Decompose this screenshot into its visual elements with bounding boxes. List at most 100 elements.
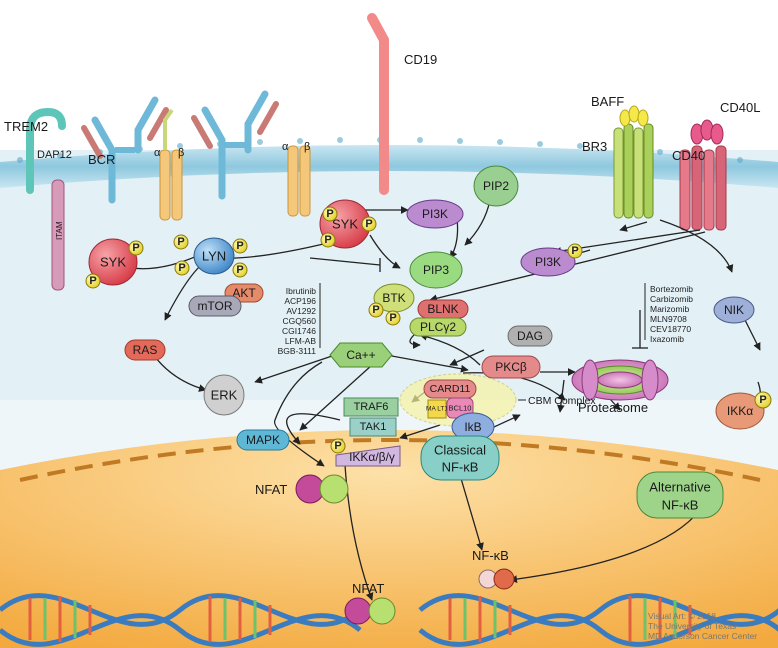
credit-line: The University of Texas	[648, 621, 736, 631]
alt-nfkb-line2: NF-κB	[662, 498, 699, 513]
dna-helix	[0, 593, 778, 647]
alt-nfkb-node	[636, 471, 724, 519]
nik-node	[713, 296, 755, 324]
nucleus	[0, 430, 778, 648]
bcl10-label: BCL10	[449, 404, 472, 413]
btk-inhibitor-item: AV1292	[286, 306, 316, 316]
pkcb-label: PKCβ	[495, 360, 527, 374]
phospho-label: P	[324, 234, 331, 246]
phospho-group: P	[322, 206, 338, 222]
tak1-node	[349, 417, 397, 437]
dag-label: DAG	[517, 329, 543, 343]
phospho-group: P	[128, 240, 144, 256]
phospho-label: P	[326, 208, 333, 220]
baff-label: BAFF	[591, 94, 624, 109]
nfkb-nucleus-right	[493, 568, 515, 590]
pi3k-right-label: PI3K	[535, 255, 561, 269]
proteasome-inhibitor-item: Carbizomib	[650, 294, 693, 304]
phospho-label: P	[334, 440, 341, 452]
ras-node	[124, 339, 166, 361]
mtor-label: mTOR	[197, 299, 232, 313]
dap12-label: DAP12	[37, 149, 72, 161]
alt-nfkb-line1: Alternative	[649, 480, 710, 495]
plcg2-label: PLCγ2	[420, 320, 456, 334]
mapk-label: MAPK	[246, 433, 280, 447]
proteasome-inhibitor-list: Bortezomib Carbizomib Marizomib MLN9708 …	[650, 284, 693, 344]
itam-label: ITAM	[55, 221, 64, 240]
cd40l-label: CD40L	[720, 100, 760, 115]
proteasome-label: Proteasome	[578, 400, 648, 415]
ikk-abg-node	[335, 445, 401, 467]
baff-ligand	[619, 105, 649, 127]
nfat-nucleus-label: NFAT	[352, 581, 384, 596]
tak1-label: TAK1	[360, 421, 387, 433]
phospho-group: P	[174, 260, 190, 276]
bcr-receptor-2	[191, 90, 311, 217]
pip3-node	[409, 251, 463, 289]
mapk-node	[236, 429, 290, 451]
ca-node	[329, 342, 393, 368]
ikk-abg-label: IKKα/β/γ	[349, 450, 395, 464]
pi3k-right-node	[520, 247, 576, 277]
alpha-label-1: α	[154, 147, 161, 159]
btk-label: BTK	[382, 291, 405, 305]
cbm-label: CBM Complex	[528, 395, 596, 407]
phospho-group: P	[754, 391, 772, 409]
erk-label: ERK	[211, 388, 238, 403]
phospho-label: P	[759, 394, 766, 406]
credit-line: Visual Art: © 2018	[648, 611, 716, 621]
nfat-nucleus-left	[344, 597, 372, 625]
br3-label: BR3	[582, 139, 607, 154]
cd19-receptor	[367, 13, 389, 195]
pi3k-top-label: PI3K	[422, 207, 448, 221]
lyn-label: LYN	[202, 249, 226, 264]
proteasome-inhibitor-item: Bortezomib	[650, 284, 693, 294]
pip3-label: PIP3	[423, 263, 449, 277]
phospho-group: P	[232, 262, 248, 278]
akt-label: AKT	[232, 286, 256, 300]
phospho-label: P	[178, 262, 185, 274]
ca-label: Ca++	[346, 348, 375, 362]
plcg2-node	[409, 317, 467, 337]
malt1-label: MA LT1	[426, 406, 448, 413]
traf6-label: TRAF6	[354, 401, 389, 413]
phospho-group: P	[567, 243, 583, 259]
phospho-label: P	[132, 242, 139, 254]
lyn-node	[193, 237, 235, 275]
cd40-receptor	[679, 145, 727, 231]
credit-block: Visual Art: © 2018 The University of Tex…	[648, 611, 757, 641]
phospho-group: P	[232, 238, 248, 254]
phospho-group: P	[320, 232, 336, 248]
erk-node	[203, 374, 245, 416]
btk-inhibitor-item: CGI1746	[282, 326, 316, 336]
proteasome-inhibitor-item: CEV18770	[650, 324, 691, 334]
traf6-node	[343, 397, 399, 417]
malt1-node	[427, 399, 447, 419]
phospho-label: P	[236, 264, 243, 276]
cd40l-ligand	[690, 119, 724, 145]
phospho-label: P	[389, 312, 396, 324]
br3-receptor	[613, 123, 654, 219]
beta-label-2: β	[304, 141, 310, 153]
trem2-label: TREM2	[4, 119, 48, 134]
nfkb-nucleus-label: NF-κB	[472, 548, 509, 563]
nuclear-envelope	[19, 438, 761, 482]
alpha-label-2: α	[282, 141, 289, 153]
phospho-group: P	[330, 438, 346, 454]
phospho-label: P	[236, 240, 243, 252]
btk-inhibitor-item: ACP196	[284, 296, 316, 306]
ikb-label: IkB	[464, 420, 481, 434]
credit-line: MD Anderson Cancer Center	[648, 631, 757, 641]
nik-label: NIK	[724, 303, 744, 317]
ikka-node	[715, 392, 765, 430]
classical-nfkb-node	[420, 435, 500, 481]
pip2-label: PIP2	[483, 179, 509, 193]
phospho-label: P	[89, 275, 96, 287]
beta-label-1: β	[178, 147, 184, 159]
mtor-node	[188, 295, 242, 317]
pip2-node	[473, 165, 519, 207]
phospho-label: P	[365, 218, 372, 230]
syk-left-label: SYK	[100, 255, 126, 270]
blnk-label: BLNK	[427, 302, 458, 316]
